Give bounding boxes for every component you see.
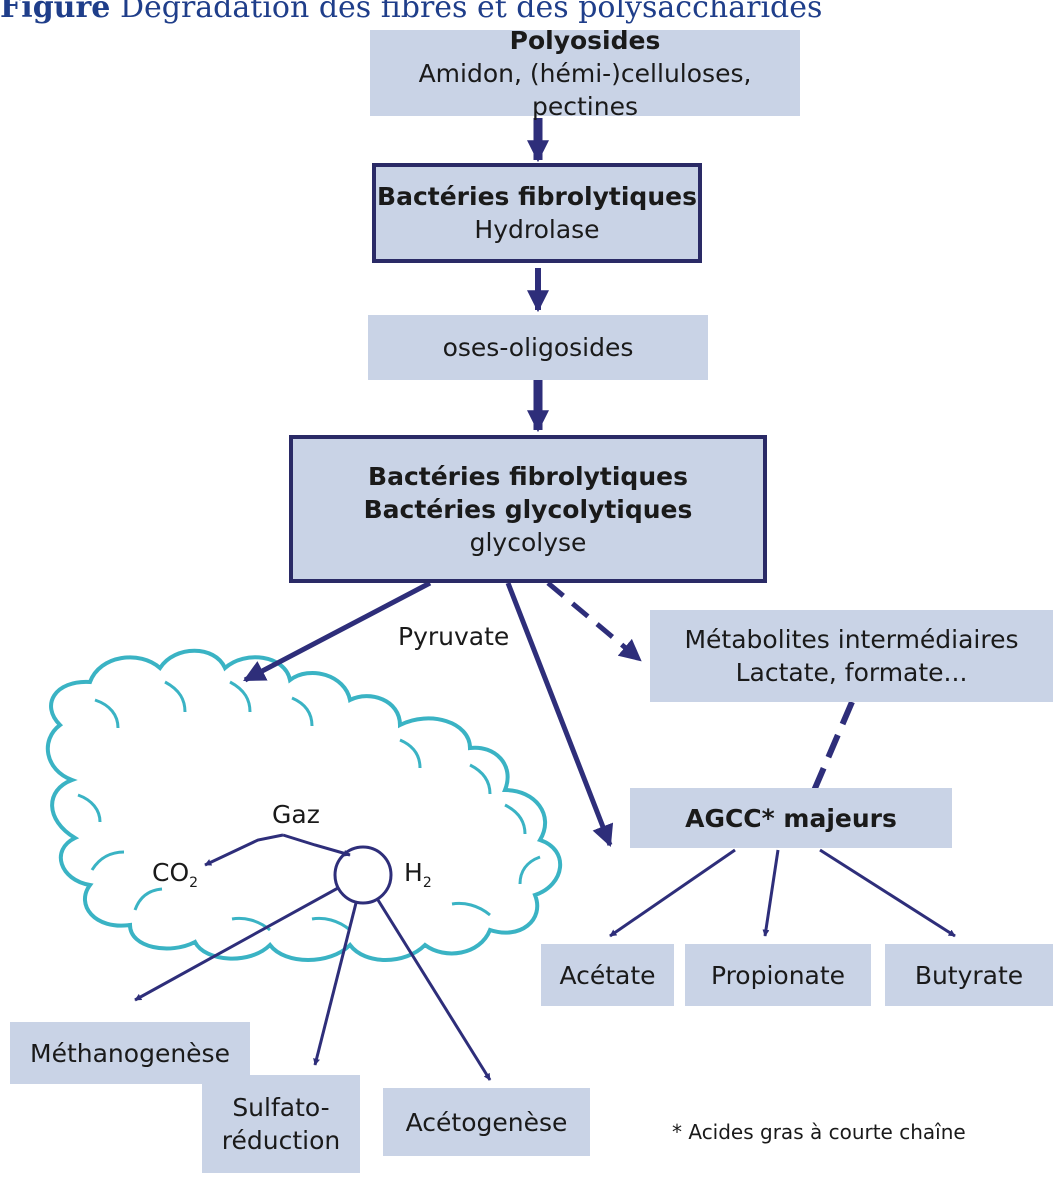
- arrow-fibro2-to-cloud: [243, 580, 432, 683]
- butyrate-label: Butyrate: [914, 960, 1024, 990]
- arrow-fibro2-to-metabolites: [546, 581, 642, 662]
- caption-text: Dégradation des fibres et des polysaccha…: [119, 0, 823, 25]
- node-acetate: Acétate: [541, 944, 674, 1006]
- node-metabolites: Métabolites intermédiaires Lactate, form…: [650, 610, 1053, 702]
- metabolites-line1: Métabolites intermédiaires: [684, 625, 1019, 654]
- node-acetogenese: Acétogenèse: [383, 1088, 590, 1156]
- co2-subscript: 2: [189, 875, 199, 891]
- pyruvate-label: Pyruvate: [398, 622, 510, 651]
- arrow-fibro2-to-agcc: [505, 582, 614, 848]
- node-fibrolytic-hydrolase: Bactéries fibrolytiques Hydrolase: [372, 163, 702, 263]
- arrow-gaz-to-co2: [204, 833, 284, 867]
- arrow-h2-to-sulfato: [313, 902, 358, 1066]
- node-oses-oligosides: oses-oligosides: [368, 315, 708, 380]
- fibro1-line: Hydrolase: [474, 215, 600, 244]
- node-agcc: AGCC* majeurs: [630, 788, 952, 848]
- arrow-agcc-to-propionate: [762, 849, 780, 937]
- sulfato-line1: Sulfato-: [232, 1093, 330, 1122]
- node-methanogenese: Méthanogenèse: [10, 1022, 250, 1084]
- node-glycolysis: Bactéries fibrolytiques Bactéries glycol…: [289, 435, 767, 583]
- gaz-label: Gaz: [272, 800, 320, 829]
- polyosides-title: Polyosides: [509, 25, 661, 55]
- node-sulfato-reduction: Sulfato- réduction: [202, 1075, 360, 1173]
- fibro2-title1: Bactéries fibrolytiques: [368, 461, 688, 491]
- metabolites-line2: Lactate, formate...: [735, 658, 968, 687]
- arrow-agcc-to-butyrate: [819, 848, 956, 938]
- fibro2-title2: Bactéries glycolytiques: [363, 494, 693, 524]
- fibro2-line: glycolyse: [469, 527, 587, 557]
- polyosides-line: Amidon, (hémi-)celluloses, pectines: [418, 58, 752, 121]
- figure-caption: Figure Dégradation des fibres et des pol…: [0, 0, 1053, 28]
- acetate-label: Acétate: [559, 960, 656, 990]
- arrow-gaz-to-h2: [282, 833, 351, 857]
- fibro1-title: Bactéries fibrolytiques: [377, 182, 697, 211]
- sulfato-line2: réduction: [221, 1126, 341, 1155]
- agcc-title: AGCC* majeurs: [685, 803, 897, 833]
- gas-cloud: [45, 648, 562, 962]
- node-propionate: Propionate: [685, 944, 871, 1006]
- propionate-label: Propionate: [710, 960, 846, 990]
- oses-line: oses-oligosides: [442, 333, 634, 362]
- h2-subscript: 2: [422, 875, 432, 891]
- co2-text: CO: [152, 858, 190, 887]
- node-polyosides: Polyosides Amidon, (hémi-)celluloses, pe…: [370, 26, 800, 121]
- cloud-inner-arcs: [77, 680, 541, 932]
- methano-label: Méthanogenèse: [30, 1038, 230, 1068]
- node-butyrate: Butyrate: [885, 944, 1053, 1006]
- co2-label: CO2: [152, 858, 198, 891]
- h2-label: H2: [404, 858, 432, 891]
- h2-text: H: [404, 858, 423, 887]
- arrow-agcc-to-acetate: [609, 848, 736, 938]
- footnote: * Acides gras à courte chaîne: [672, 1120, 966, 1144]
- arrow-h2-to-methano: [134, 886, 339, 1002]
- acetogen-label: Acétogenèse: [405, 1107, 568, 1137]
- caption-label: Figure: [0, 0, 111, 25]
- arrow-h2-to-acetogen: [376, 899, 492, 1081]
- h2-circle: [333, 845, 393, 905]
